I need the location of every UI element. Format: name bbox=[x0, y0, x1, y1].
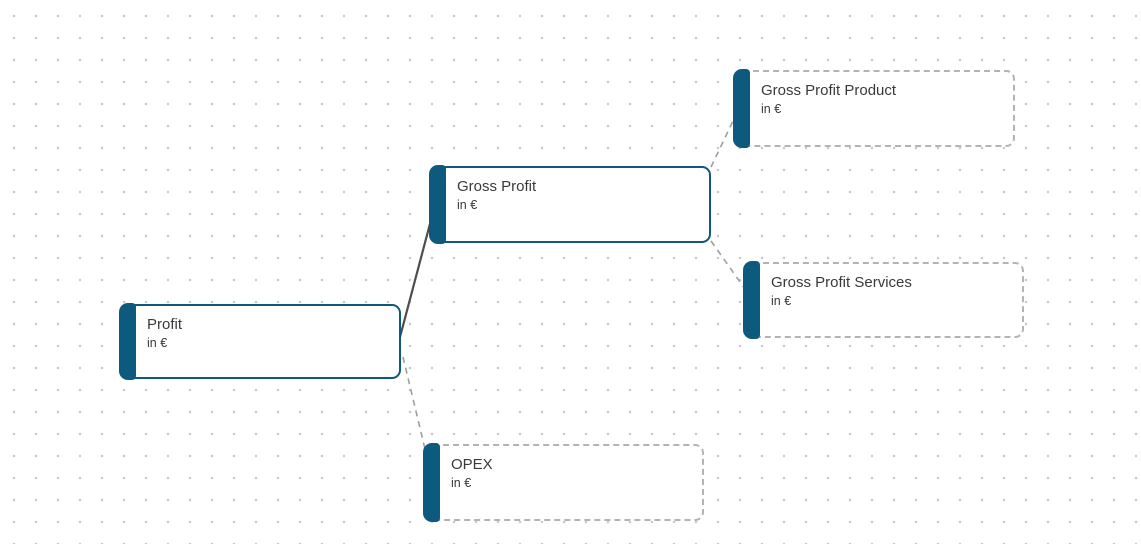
node-title: Profit bbox=[147, 316, 183, 333]
node-opex[interactable]: OPEX in € bbox=[423, 443, 704, 522]
node-accent-bar bbox=[423, 443, 440, 522]
edge-gross-profit-services bbox=[710, 240, 746, 290]
node-title: OPEX bbox=[451, 456, 493, 473]
node-title: Gross Profit bbox=[457, 178, 537, 195]
node-accent-bar bbox=[429, 165, 446, 244]
edge-gross-profit-product bbox=[710, 120, 734, 168]
node-title: Gross Profit Services bbox=[771, 274, 912, 291]
node-gross-profit[interactable]: Gross Profit in € bbox=[429, 165, 711, 244]
node-accent-bar bbox=[733, 69, 750, 148]
node-subtitle: in € bbox=[147, 336, 168, 350]
node-subtitle: in € bbox=[451, 476, 472, 490]
node-accent-bar bbox=[743, 261, 760, 339]
edge-profit-opex bbox=[402, 356, 426, 450]
node-subtitle: in € bbox=[771, 294, 792, 308]
node-title: Gross Profit Product bbox=[761, 82, 897, 99]
node-subtitle: in € bbox=[761, 102, 782, 116]
edge-profit-gross-profit bbox=[398, 219, 433, 338]
node-gross-profit-product[interactable]: Gross Profit Product in € bbox=[733, 69, 1015, 148]
node-accent-bar bbox=[119, 303, 136, 380]
node-profit[interactable]: Profit in € bbox=[119, 303, 401, 380]
node-gross-profit-services[interactable]: Gross Profit Services in € bbox=[743, 261, 1024, 339]
node-subtitle: in € bbox=[457, 198, 478, 212]
